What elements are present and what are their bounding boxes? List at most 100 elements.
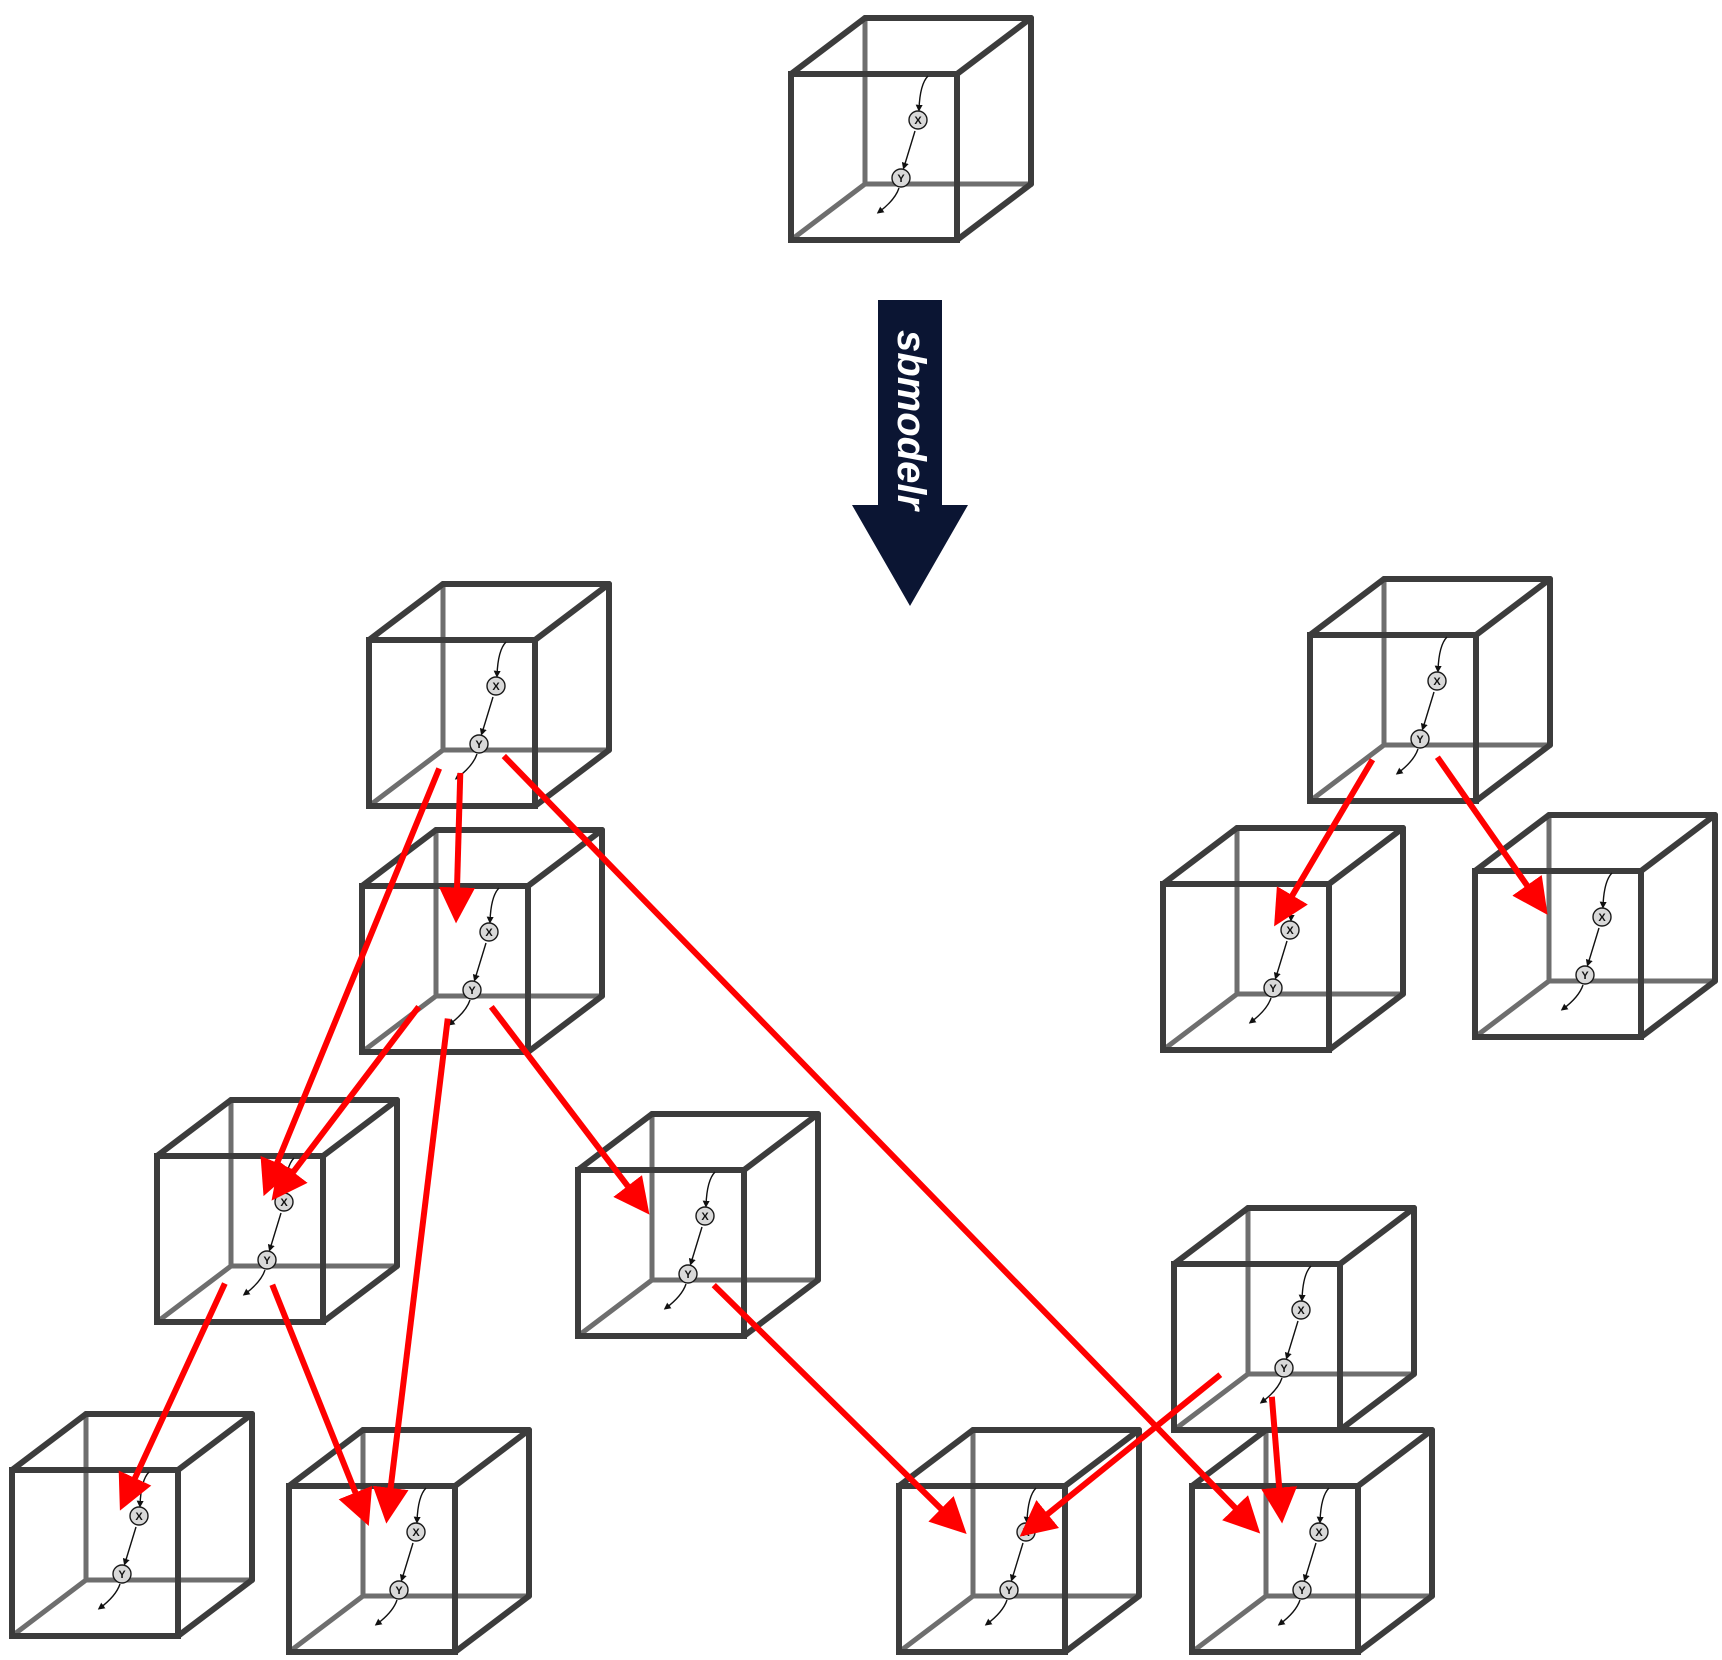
species-y-label: Y — [395, 1585, 403, 1597]
model-x-to-y-edge — [479, 696, 494, 736]
model-outflow-edge — [663, 1283, 687, 1310]
model-x-to-y-edge — [1273, 940, 1288, 980]
model-inflow-edge — [1316, 1487, 1330, 1524]
cube-front-face — [154, 1153, 326, 1325]
cube-edge — [175, 1411, 255, 1473]
coupling-link-g3-a-to-g1-g — [1019, 1372, 1223, 1537]
process-arrow: sbmodelr — [852, 300, 968, 606]
species-y-label: Y — [1280, 1363, 1288, 1375]
cube-back-edge — [286, 1593, 366, 1655]
species-x-node — [1309, 1522, 1329, 1542]
coupling-link-g1-c-to-g1-f — [269, 1283, 373, 1526]
species-x-node — [486, 676, 506, 696]
cube-g1-f: XY — [286, 1427, 532, 1655]
species-y-label: Y — [263, 1255, 271, 1267]
species-y-node — [462, 980, 482, 1000]
model-inflow-edge — [1298, 1265, 1312, 1302]
cube-edge — [1337, 1205, 1417, 1267]
cube-back-edge — [1307, 742, 1387, 804]
cube-front-face — [1189, 1483, 1361, 1655]
cube-edge — [286, 1427, 366, 1489]
cube-edge — [320, 1263, 400, 1325]
model-outflow-edge — [97, 1583, 121, 1610]
coupling-link-g1-a-to-g1-h — [501, 753, 1261, 1534]
species-y-node — [678, 1264, 698, 1284]
cube-edge — [1638, 978, 1718, 1040]
species-x-label: X — [280, 1197, 288, 1209]
cube-front-face — [1472, 868, 1644, 1040]
cube-g1-c: XY — [154, 1097, 400, 1325]
coupling-link-g1-c-to-g1-e — [118, 1282, 228, 1511]
species-y-node — [999, 1580, 1019, 1600]
coupling-link-g2-a-to-g2-c — [1434, 755, 1548, 915]
model-outflow-edge — [447, 999, 471, 1026]
species-y-node — [257, 1250, 277, 1270]
species-y-label: Y — [1298, 1585, 1306, 1597]
cube-front-face — [575, 1167, 747, 1339]
cube-edge — [1307, 576, 1387, 638]
cube-edge — [525, 827, 605, 889]
species-x-label: X — [701, 1211, 709, 1223]
model-outflow-edge — [1259, 1377, 1283, 1404]
cube-edge — [1062, 1593, 1142, 1655]
coupling-link-g1-d-to-g1-g — [711, 1282, 967, 1535]
cube-g1-d: XY — [575, 1111, 821, 1339]
cube-edge — [1472, 812, 1552, 874]
species-x-label: X — [135, 1511, 143, 1523]
cube-edge — [1160, 825, 1240, 887]
cube-front-face — [286, 1483, 458, 1655]
model-x-to-y-edge — [267, 1212, 282, 1252]
model-x-to-y-edge — [688, 1226, 703, 1266]
model-x-to-y-edge — [1302, 1542, 1317, 1582]
cube-back-edge — [1171, 1371, 1251, 1433]
species-y-label: Y — [1005, 1585, 1013, 1597]
model-outflow-edge — [1395, 748, 1419, 775]
species-y-label: Y — [684, 1269, 692, 1281]
species-x-label: X — [485, 927, 493, 939]
species-y-node — [389, 1580, 409, 1600]
cube-g2-a: XY — [1307, 576, 1553, 804]
model-outflow-edge — [876, 187, 900, 214]
species-y-label: Y — [1269, 983, 1277, 995]
model-x-to-y-edge — [1420, 691, 1435, 731]
cube-edge — [741, 1111, 821, 1173]
cube-front-face — [788, 71, 960, 243]
cube-g1-h: XY — [1189, 1427, 1435, 1655]
species-y-node — [1575, 965, 1595, 985]
model-x-to-y-edge — [1009, 1542, 1024, 1582]
cube-back-edge — [1189, 1593, 1269, 1655]
cube-front-face — [896, 1483, 1068, 1655]
coupling-link-g1-b-to-g1-f — [372, 1018, 451, 1524]
species-x-node — [695, 1206, 715, 1226]
cube-back-edge — [788, 181, 868, 243]
model-inflow-edge — [1023, 1487, 1037, 1524]
model-outflow-edge — [1277, 1599, 1301, 1626]
model-x-to-y-edge — [901, 130, 916, 170]
cube-g1-b: XY — [359, 827, 605, 1055]
species-x-node — [1592, 907, 1612, 927]
cube-edge — [525, 993, 605, 1055]
species-x-label: X — [1022, 1527, 1030, 1539]
cube-edge — [1326, 991, 1406, 1053]
species-x-node — [1291, 1300, 1311, 1320]
species-x-node — [1427, 671, 1447, 691]
coupling-link-g3-a-to-g1-h — [1261, 1396, 1298, 1524]
cube-g2-b: XY — [1160, 825, 1406, 1053]
model-x-to-y-edge — [1284, 1320, 1299, 1360]
cube-edge — [320, 1097, 400, 1159]
cube-front-face — [1171, 1261, 1343, 1433]
cube-back-edge — [154, 1263, 234, 1325]
coupling-link-g1-a-to-g1-c — [260, 767, 442, 1197]
cube-edge — [1171, 1205, 1251, 1267]
cube-front-face — [9, 1467, 181, 1639]
cube-edge — [532, 581, 612, 643]
coupling-link-g2-a-to-g2-b — [1274, 758, 1376, 927]
cube-edge — [9, 1411, 89, 1473]
cube-g1-g: XY — [896, 1427, 1142, 1655]
species-y-label: Y — [1416, 734, 1424, 746]
cube-edge — [1473, 576, 1553, 638]
species-y-label: Y — [1581, 970, 1589, 982]
species-x-label: X — [914, 115, 922, 127]
